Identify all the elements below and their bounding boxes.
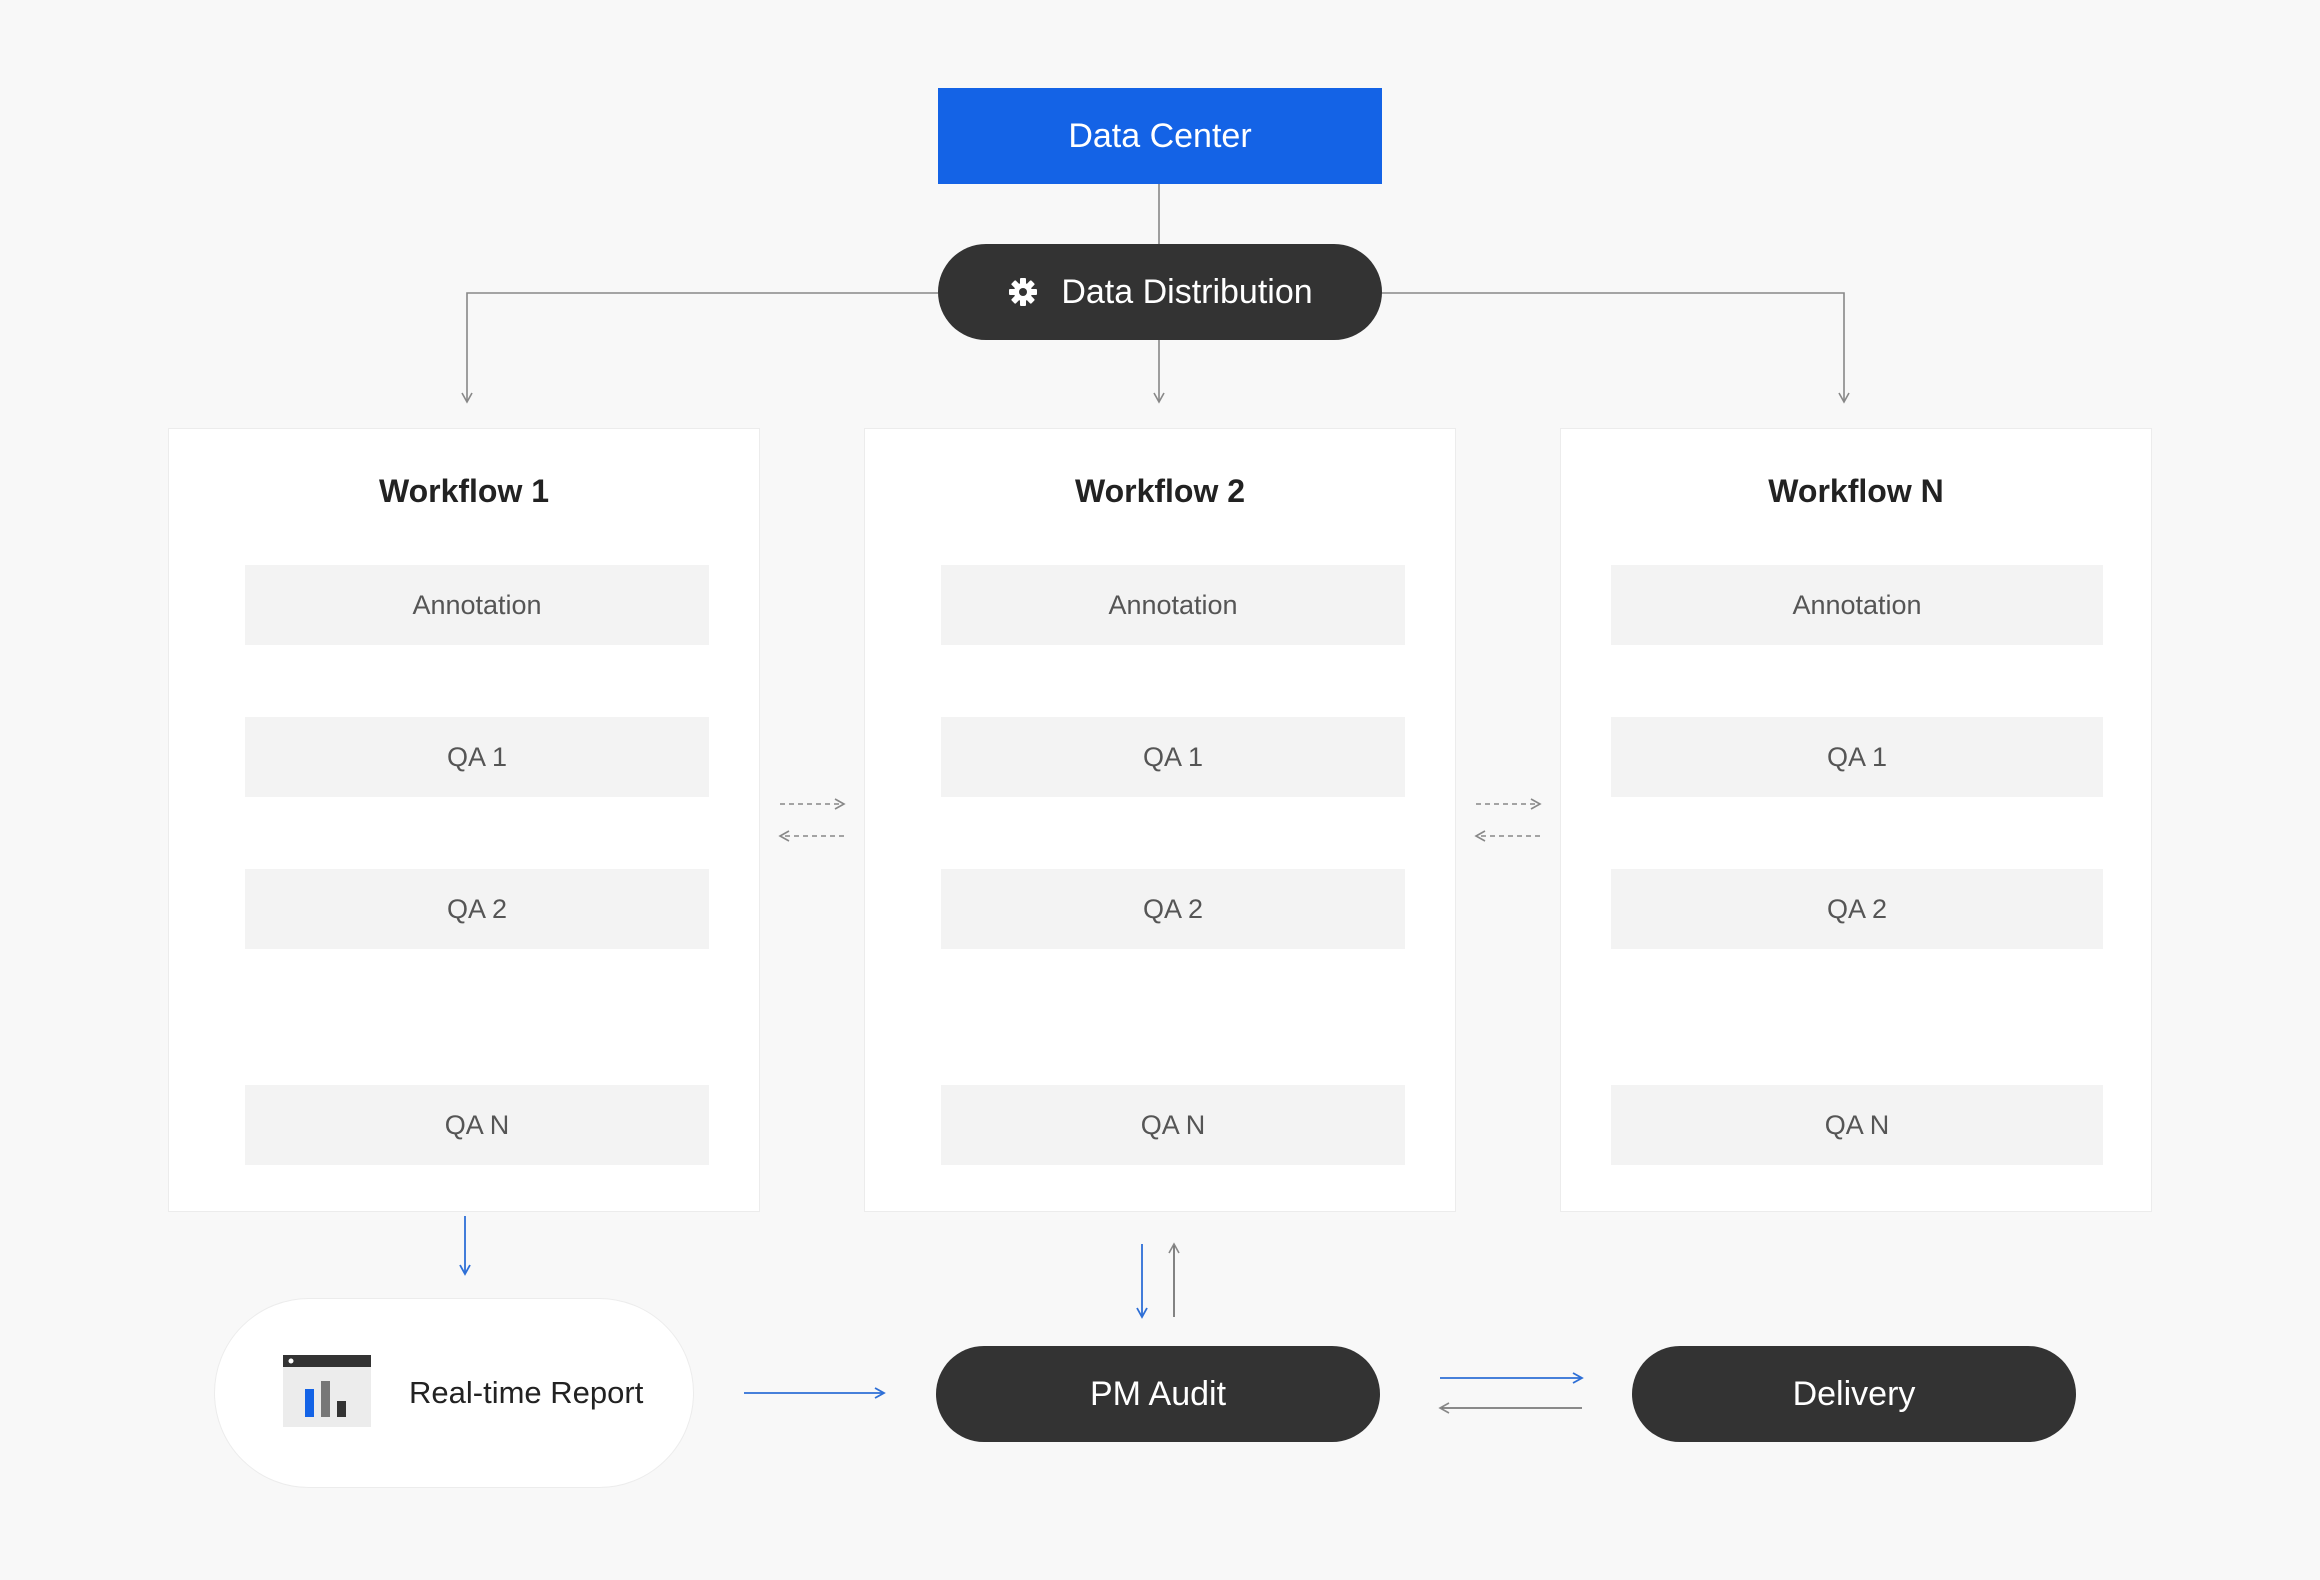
workflow-1-title: Workflow 1 (378, 473, 550, 509)
w2-step-qa2: QA 2 (941, 869, 1405, 949)
gear-icon (1009, 278, 1038, 306)
distribution-to-workflowN-arrow (1381, 292, 1850, 404)
w1-step-qa1: QA 1 (245, 717, 709, 797)
wn-step-qan: QA N (1611, 1085, 2103, 1165)
bar-chart-report-icon (283, 1355, 371, 1427)
wn-step-annotation: Annotation (1611, 565, 2103, 645)
delivery-node: Delivery (1632, 1346, 2076, 1442)
w1-step-qa2: QA 2 (245, 869, 709, 949)
w1-step-annotation: Annotation (245, 565, 709, 645)
pm-audit-label: PM Audit (1089, 1374, 1227, 1413)
w2-step-annotation: Annotation (941, 565, 1405, 645)
workflow-n-title: Workflow N (1768, 473, 1944, 509)
wn-step-qa2: QA 2 (1611, 869, 2103, 949)
wn-step-qa1: QA 1 (1611, 717, 2103, 797)
data-center-node: Data Center (938, 88, 1382, 184)
w2-step-qan: QA N (941, 1085, 1405, 1165)
workflow-1-card: Workflow 1 Annotation QA 1 QA 2 QA N (168, 428, 760, 1212)
w2-step-qa1: QA 1 (941, 717, 1405, 797)
workflow-n-card: Workflow N Annotation QA 1 QA 2 QA N (1560, 428, 2152, 1212)
w1-step-qan: QA N (245, 1085, 709, 1165)
real-time-report-node: Real-time Report (214, 1298, 694, 1488)
pm-audit-node: PM Audit (936, 1346, 1380, 1442)
distribution-to-workflow1-arrow (461, 292, 938, 404)
real-time-report-label: Real-time Report (409, 1375, 644, 1410)
data-distribution-node: Data Distribution (938, 244, 1382, 340)
data-center-label: Data Center (1068, 116, 1252, 155)
data-distribution-label: Data Distribution (1061, 272, 1313, 311)
workflow-2-card: Workflow 2 Annotation QA 1 QA 2 QA N (864, 428, 1456, 1212)
workflow-2-title: Workflow 2 (1074, 473, 1246, 509)
delivery-label: Delivery (1792, 1374, 1916, 1413)
